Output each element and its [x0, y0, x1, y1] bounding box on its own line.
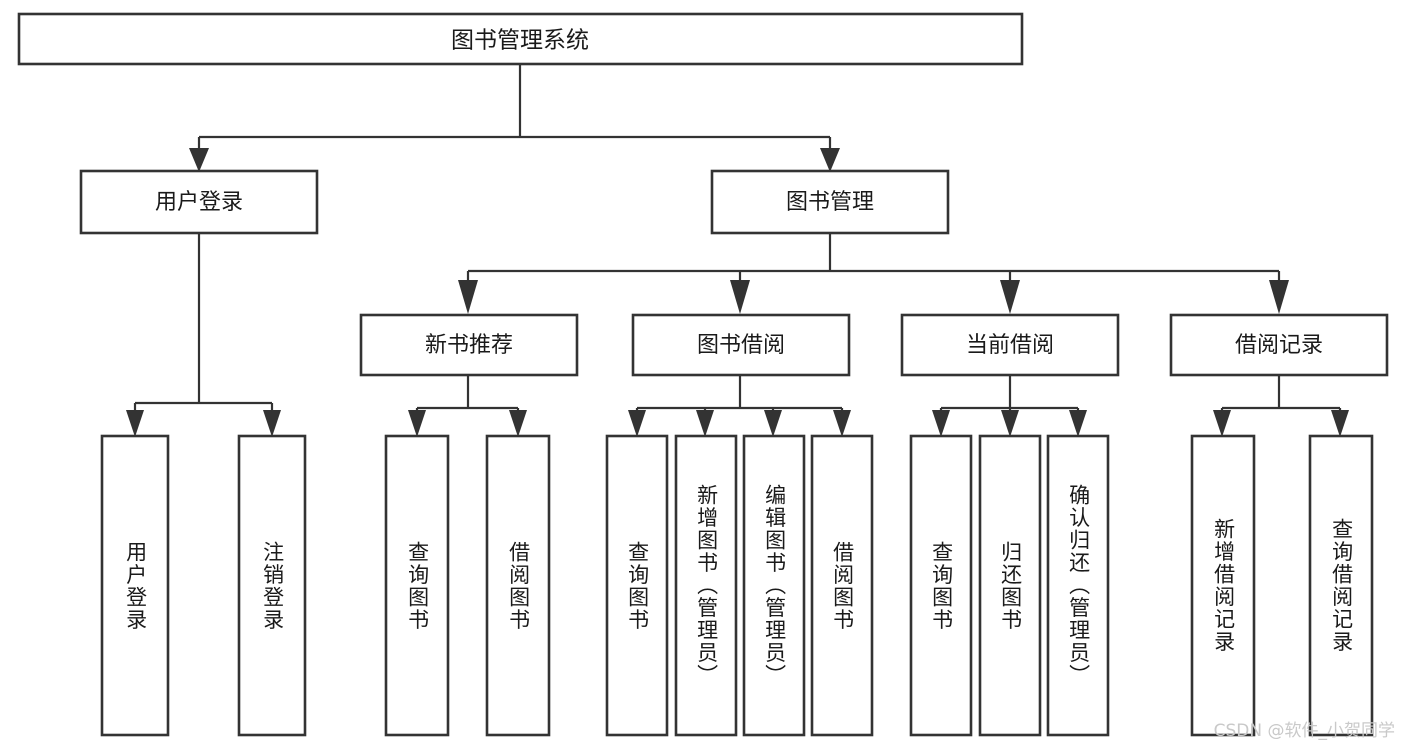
arrowhead-to-borrow-record [1269, 280, 1289, 314]
leaf-box-confirm-return[interactable] [1046, 434, 1110, 737]
connector-root-to-level1 [197, 64, 832, 159]
arrowhead-to-current-borrow [1000, 280, 1020, 314]
leaf-box-query-book-2[interactable] [605, 434, 669, 737]
leaf-box-layer [100, 434, 1374, 737]
node-book-management-label: 图书管理 [786, 190, 874, 215]
node-current-borrow-label: 当前借阅 [966, 333, 1054, 358]
arrowhead-to-book-borrow [730, 280, 750, 314]
node-current-borrow[interactable]: 当前借阅 [900, 313, 1120, 377]
arrowhead-to-book-mgmt [820, 148, 840, 172]
arrowhead-leaf-query-book-3 [932, 410, 950, 437]
connector-newbook-to-leaves [415, 375, 520, 418]
arrowhead-leaf-query-book-1 [408, 410, 426, 437]
node-book-borrow[interactable]: 图书借阅 [631, 313, 851, 377]
node-current-borrow-box[interactable] [900, 313, 1120, 377]
node-book-borrow-label: 图书借阅 [697, 333, 785, 358]
connector-bookborrow-to-leaves [635, 375, 844, 418]
node-user-login[interactable]: 用户登录 [79, 169, 319, 235]
arrowhead-leaf-add-book [696, 410, 714, 437]
connector-borrowrecord-to-leaves [1220, 375, 1342, 418]
arrowhead-leaf-user-login [126, 410, 144, 437]
leaf-box-return-book[interactable] [978, 434, 1042, 737]
leaf-box-query-record[interactable] [1308, 434, 1374, 737]
node-borrow-record[interactable]: 借阅记录 [1169, 313, 1389, 377]
node-new-book-recommend-box[interactable] [359, 313, 579, 377]
node-borrow-record-label: 借阅记录 [1235, 333, 1323, 358]
arrowhead-leaf-borrow-book-1 [509, 410, 527, 437]
arrowhead-leaf-add-record [1213, 410, 1231, 437]
node-root-system[interactable]: 图书管理系统 [17, 12, 1024, 66]
node-user-login-label: 用户登录 [155, 190, 243, 215]
arrowhead-leaf-confirm-return [1069, 410, 1087, 437]
node-new-book-recommend-label: 新书推荐 [425, 333, 513, 358]
connector-layer [126, 64, 1349, 437]
connector-bookmgmt-to-level2 [466, 233, 1281, 290]
arrowhead-leaf-query-record [1331, 410, 1349, 437]
leaf-box-logout[interactable] [237, 434, 307, 737]
arrowhead-leaf-return-book [1001, 410, 1019, 437]
leaf-box-borrow-book-2[interactable] [810, 434, 874, 737]
node-root-box[interactable] [17, 12, 1024, 66]
leaf-box-query-book-3[interactable] [909, 434, 973, 737]
node-new-book-recommend[interactable]: 新书推荐 [359, 313, 579, 377]
node-user-login-box[interactable] [79, 169, 319, 235]
csdn-watermark: CSDN @软件_小贺同学 [1213, 721, 1395, 741]
arrowhead-to-new-book [458, 280, 478, 314]
arrowhead-leaf-borrow-book-2 [833, 410, 851, 437]
leaf-box-user-login[interactable] [100, 434, 170, 737]
leaf-box-borrow-book-1[interactable] [485, 434, 551, 737]
node-borrow-record-box[interactable] [1169, 313, 1389, 377]
arrowhead-leaf-logout [263, 410, 281, 437]
node-book-management[interactable]: 图书管理 [710, 169, 950, 235]
arrowhead-leaf-query-book-2 [628, 410, 646, 437]
node-book-management-box[interactable] [710, 169, 950, 235]
leaf-box-query-book-1[interactable] [384, 434, 450, 737]
connector-userlogin-to-leaves [133, 233, 274, 418]
node-root-label: 图书管理系统 [451, 28, 589, 54]
arrowhead-to-user-login [189, 148, 209, 172]
leaf-box-add-book[interactable] [674, 434, 738, 737]
arrowhead-leaf-edit-book [764, 410, 782, 437]
node-book-borrow-box[interactable] [631, 313, 851, 377]
leaf-box-edit-book[interactable] [742, 434, 806, 737]
leaf-box-add-record[interactable] [1190, 434, 1256, 737]
